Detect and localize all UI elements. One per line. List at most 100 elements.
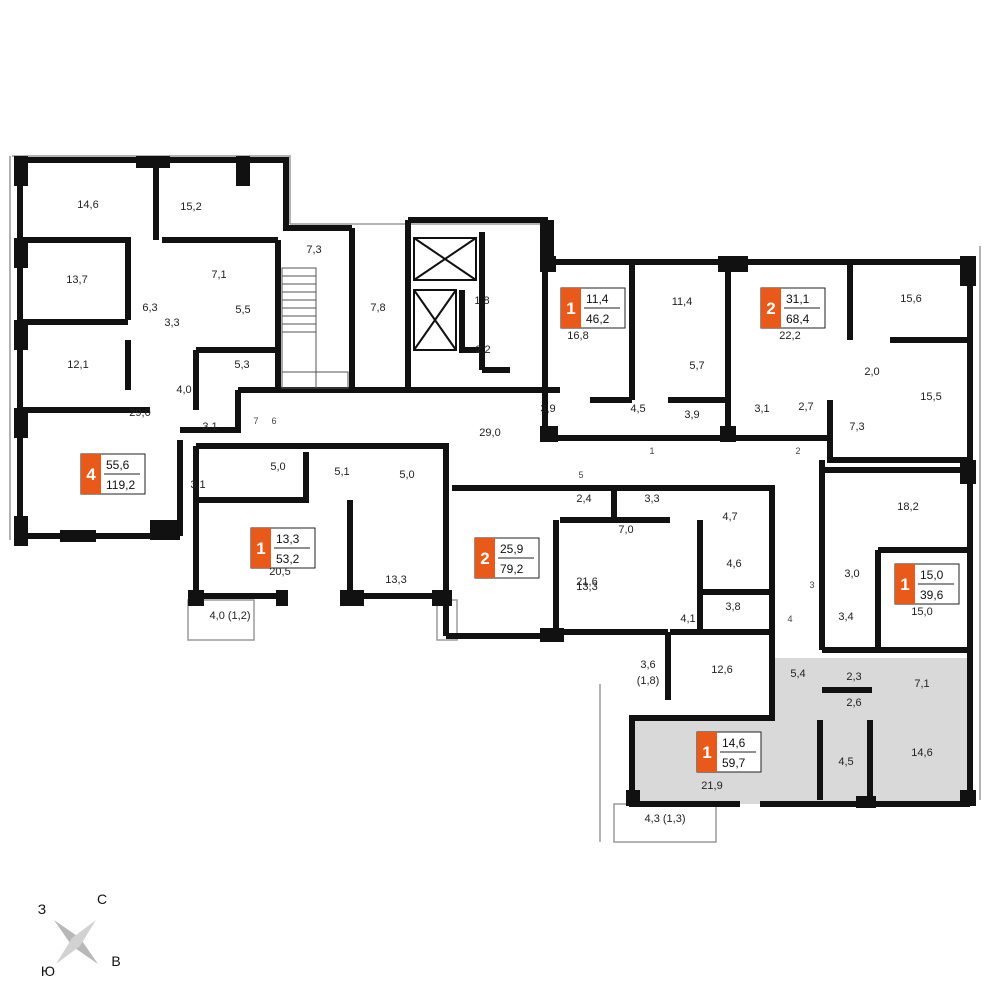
elevator-shafts [413, 237, 477, 351]
rooms-marker [251, 528, 271, 568]
total-area: 59,7 [722, 756, 746, 770]
rooms-count: 2 [480, 549, 489, 568]
compass-south-label: Ю [41, 963, 55, 979]
room-area-label: 4,0 (1,2) [210, 610, 251, 622]
room-area-label: 13,7 [66, 274, 87, 286]
room-area-label: 15,6 [900, 293, 921, 305]
rooms-count: 4 [86, 465, 96, 484]
room-area-label: 29,0 [129, 407, 150, 419]
rooms-count: 2 [766, 299, 775, 318]
apartment-badge[interactable]: 2 25,9 79,2 [474, 537, 540, 579]
room-area-label: 5,1 [334, 466, 349, 478]
room-area-label: 2,0 [864, 366, 879, 378]
room-area-label: 4,6 [726, 558, 741, 570]
room-area-label: 16,8 [567, 330, 588, 342]
compass-north-label: С [97, 891, 107, 907]
room-area-label: 7,8 [370, 302, 385, 314]
compass-west-label: З [38, 901, 46, 917]
room-area-label: 4,5 [630, 403, 645, 415]
room-area-label: 5,4 [790, 668, 805, 680]
living-area: 13,3 [276, 532, 300, 546]
room-area-label: 7,1 [914, 678, 929, 690]
room-area-label: 3,4 [838, 611, 853, 623]
room-area-label: 2,4 [576, 493, 591, 505]
rooms-marker [761, 288, 781, 328]
room-area-label: 15,2 [180, 201, 201, 213]
room-area-label: 5,3 [234, 359, 249, 371]
room-area-label: 7,0 [618, 524, 633, 536]
room-area-label: 3,9 [684, 409, 699, 421]
door-number-label: 3 [809, 580, 814, 590]
room-area-label: 4,3 (1,3) [645, 813, 686, 825]
room-area-label: 1,8 [474, 295, 489, 307]
door-number-label: 2 [795, 446, 800, 456]
rooms-count: 1 [702, 743, 711, 762]
room-area-label: 7,1 [211, 269, 226, 281]
room-area-label: 2,2 [475, 344, 490, 356]
room-area-label: 3,9 [540, 403, 555, 415]
room-area-label: 3,8 [725, 601, 740, 613]
total-area: 79,2 [500, 562, 524, 576]
room-area-label: 3,1 [754, 403, 769, 415]
room-area-label: 2,3 [846, 671, 861, 683]
room-area-label: 3,1 [202, 421, 217, 433]
total-area: 39,6 [920, 588, 944, 602]
rooms-marker [895, 564, 915, 604]
rooms-marker [81, 454, 101, 494]
window-lines [9, 155, 981, 842]
door-number-label: 5 [578, 470, 583, 480]
compass [54, 920, 98, 964]
room-area-label: 15,5 [920, 391, 941, 403]
room-area-label: 13,3 [385, 574, 406, 586]
living-area: 25,9 [500, 542, 524, 556]
room-area-label: 2,6 [846, 697, 861, 709]
room-area-label: 3,3 [164, 317, 179, 329]
wall-pillars [14, 156, 976, 808]
apartment-badge[interactable]: 2 31,1 68,4 [760, 287, 826, 329]
room-area-label: 11,4 [672, 296, 693, 308]
room-area-label: 5,5 [235, 304, 250, 316]
room-area-label: 3,3 [644, 493, 659, 505]
room-area-label: 18,2 [897, 501, 918, 513]
room-area-label: 14,6 [77, 199, 98, 211]
total-area: 68,4 [786, 312, 810, 326]
room-area-label: 3,0 [844, 568, 859, 580]
room-area-label: 5,0 [270, 461, 285, 473]
room-area-label: 6,3 [142, 302, 157, 314]
apartment-badge[interactable]: 4 55,6 119,2 [80, 453, 146, 495]
room-area-label: 3,1 [190, 479, 205, 491]
living-area: 31,1 [786, 292, 810, 306]
room-area-label: 5,7 [689, 360, 704, 372]
room-area-label: 21,9 [701, 780, 722, 792]
room-area-label: 15,0 [911, 606, 932, 618]
room-area-label: 4,5 [838, 756, 853, 768]
room-area-label: 3,6 [640, 659, 655, 671]
room-area-label: 4,0 [176, 384, 191, 396]
total-area: 53,2 [276, 552, 300, 566]
room-area-label: (1,8) [637, 675, 660, 687]
door-number-label: 7 [253, 416, 258, 426]
room-area-label: 4,1 [680, 613, 695, 625]
room-area-label: 12,6 [711, 664, 732, 676]
door-number-label: 6 [271, 416, 276, 426]
total-area: 119,2 [106, 478, 135, 492]
rooms-marker [561, 288, 581, 328]
rooms-marker [475, 538, 495, 578]
room-area-label: 13,3 [576, 581, 597, 593]
room-area-label: 5,0 [399, 469, 414, 481]
door-number-label: 1 [649, 446, 654, 456]
rooms-marker [697, 732, 717, 772]
room-area-label: 21,6 [576, 576, 597, 588]
living-area: 11,4 [586, 292, 609, 306]
room-area-label: 2,7 [798, 401, 813, 413]
room-area-label: 22,2 [779, 330, 800, 342]
room-area-label: 14,6 [911, 747, 932, 759]
living-area: 55,6 [106, 458, 130, 472]
balcony-left [187, 599, 255, 641]
room-area-label: 20,5 [269, 566, 290, 578]
